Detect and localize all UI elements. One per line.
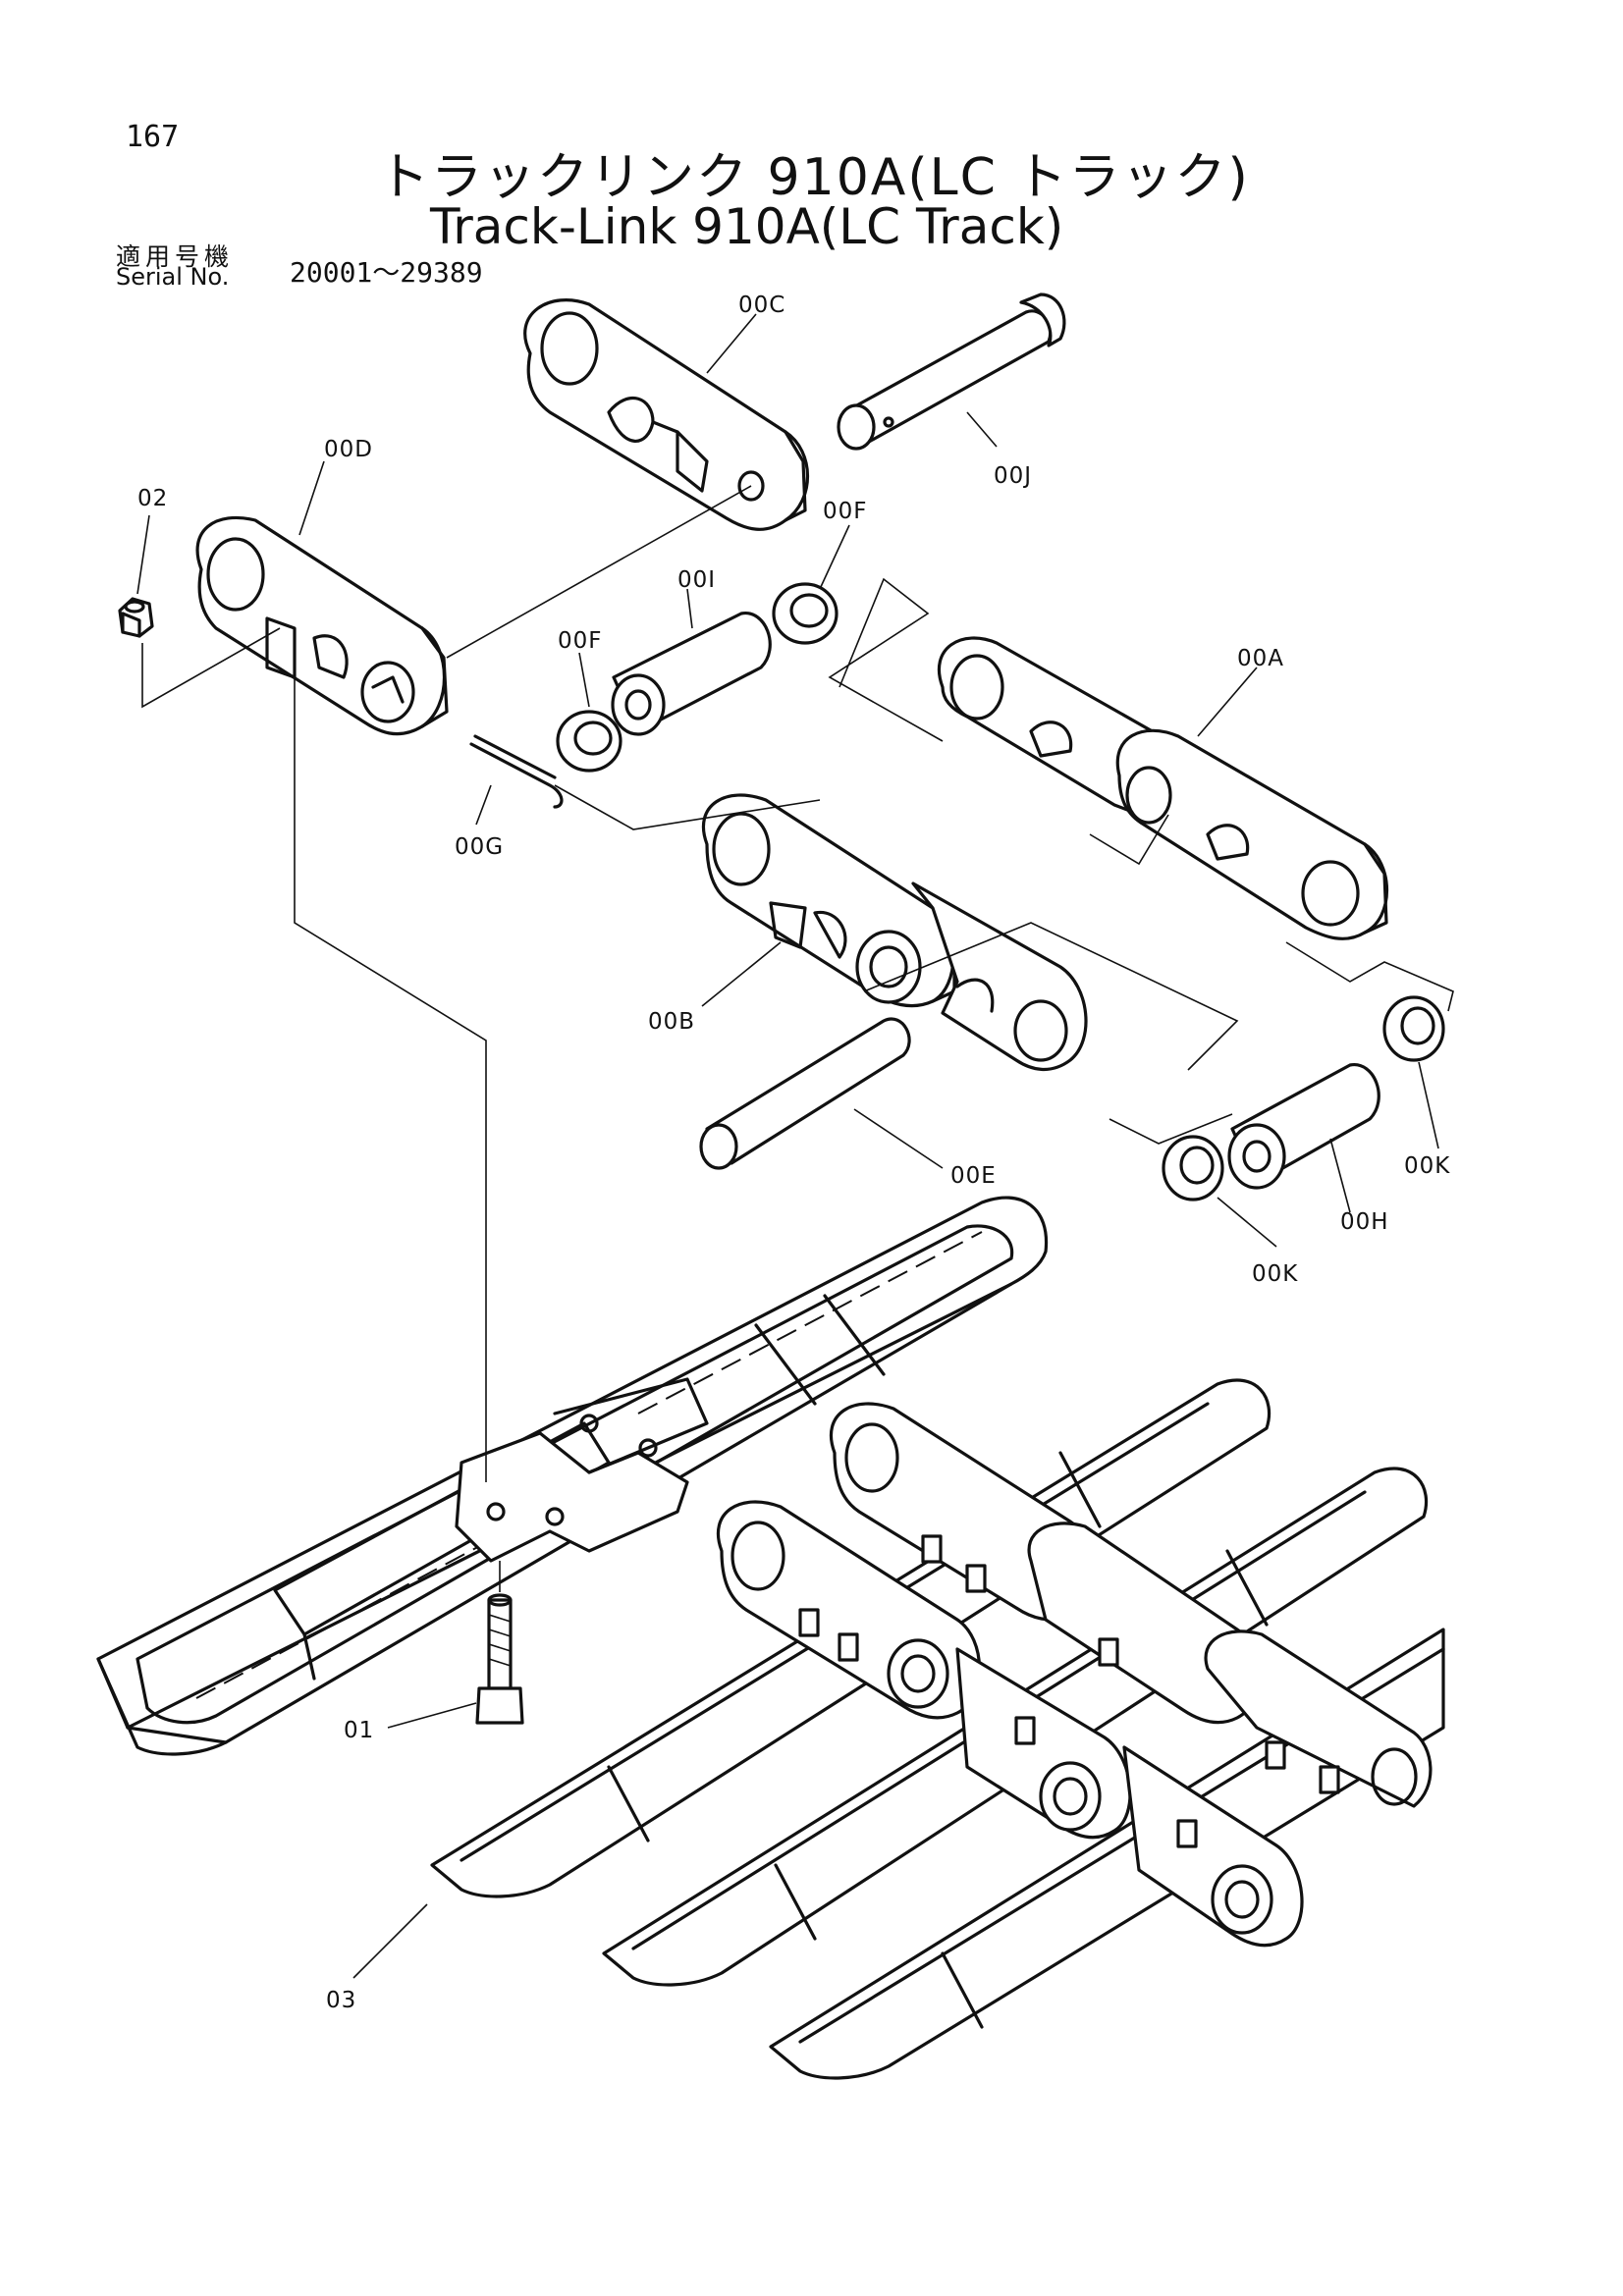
callout-02: 02 xyxy=(137,486,168,511)
link-00A xyxy=(937,636,1389,940)
bolt-01 xyxy=(475,1593,524,1725)
page-number: 167 xyxy=(126,120,180,154)
assembled-track xyxy=(430,1378,1445,2080)
nut-02 xyxy=(118,597,154,638)
callout-00C: 00C xyxy=(738,293,785,318)
bushing-00I xyxy=(611,612,772,736)
serial-label-japanese: 適用号機 xyxy=(116,242,235,271)
callout-00I: 00I xyxy=(677,567,716,593)
bushing-00H xyxy=(1227,1063,1380,1190)
seal-00K-right xyxy=(1382,995,1445,1062)
callout-00H: 00H xyxy=(1340,1209,1389,1235)
seal-00K-left xyxy=(1162,1135,1224,1201)
seal-00F-left xyxy=(556,710,622,773)
serial-range: 20001～29389 xyxy=(290,256,483,289)
callout-00F-right: 00F xyxy=(823,499,868,524)
serial-label-english: Serial No. xyxy=(116,263,230,291)
callout-01: 01 xyxy=(344,1718,374,1743)
assembly-lines xyxy=(141,485,1454,1592)
title-japanese: トラックリンク 910A(LC トラック) xyxy=(378,148,1250,207)
pin-00E xyxy=(699,1017,911,1170)
callout-00G: 00G xyxy=(455,834,504,860)
pin-00G xyxy=(469,734,564,809)
link-00C xyxy=(523,298,810,531)
title-english: Track-Link 910A(LC Track) xyxy=(430,198,1064,255)
shoe-03-main xyxy=(96,1196,1049,1756)
callout-00K-right: 00K xyxy=(1404,1153,1450,1179)
callout-00F-left: 00F xyxy=(558,628,603,654)
callout-00K-left: 00K xyxy=(1252,1261,1298,1287)
callout-03: 03 xyxy=(326,1988,356,2013)
link-00B xyxy=(701,793,1088,1071)
callout-00E: 00E xyxy=(950,1163,997,1189)
callout-00A: 00A xyxy=(1237,646,1284,671)
callout-00J: 00J xyxy=(994,463,1032,489)
callout-00D: 00D xyxy=(324,437,373,462)
link-00D xyxy=(195,515,449,736)
pin-00J xyxy=(837,293,1066,451)
seal-00F-right xyxy=(772,582,839,645)
callout-leaders xyxy=(136,313,1439,1979)
callout-00B: 00B xyxy=(648,1009,695,1035)
